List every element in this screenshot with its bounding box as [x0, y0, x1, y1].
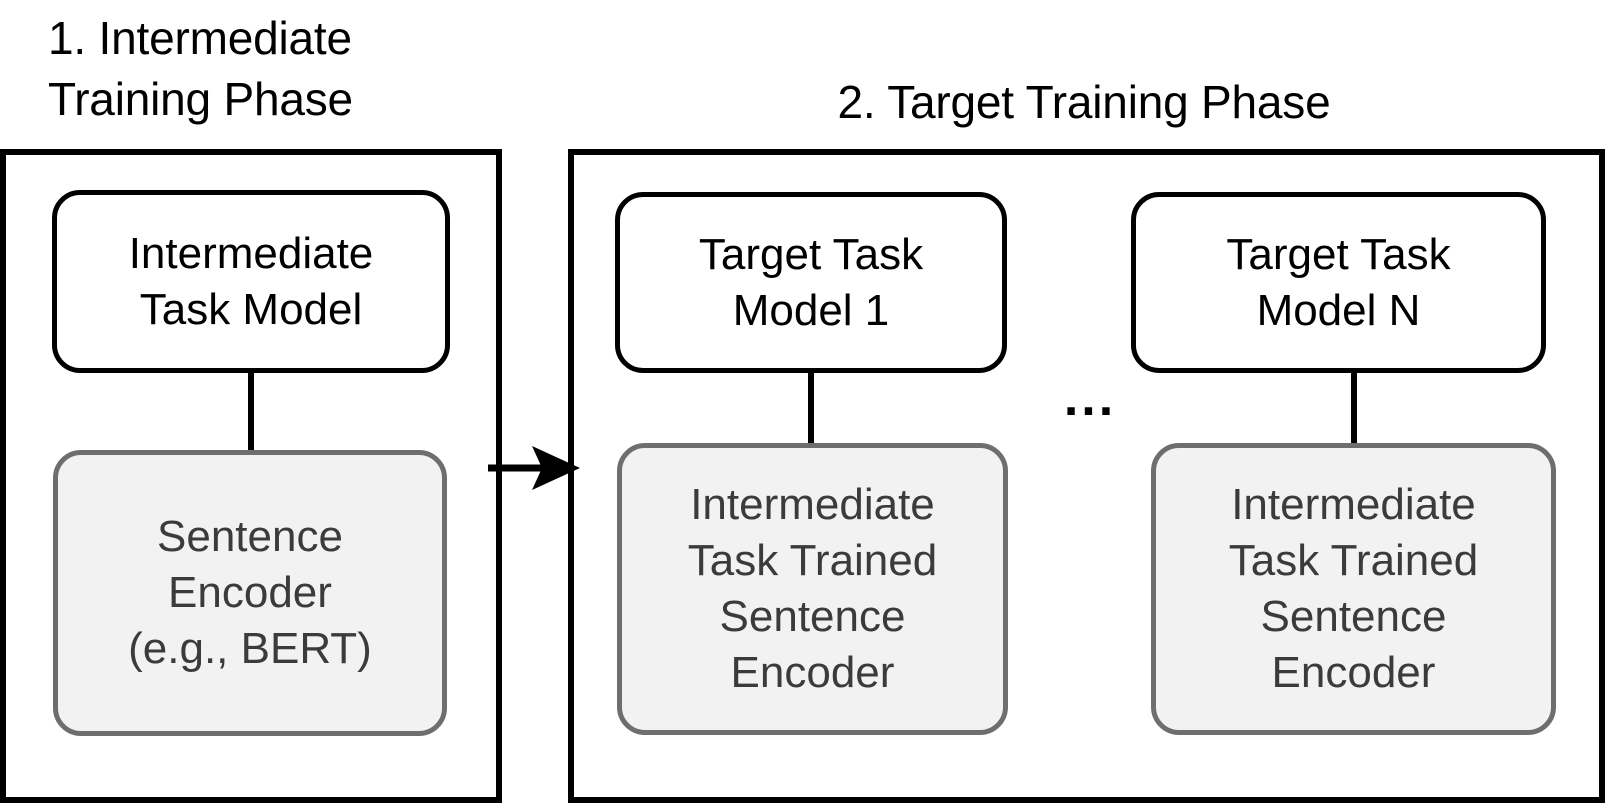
sentence-encoder-box[interactable]: Sentence Encoder (e.g., BERT) — [53, 450, 447, 736]
right-arrow-icon — [488, 446, 580, 490]
phase-2-title: 2. Target Training Phase — [837, 76, 1331, 128]
target-task-model-1-box[interactable]: Target Task Model 1 — [615, 192, 1007, 373]
phase-1-title: 1. Intermediate Training Phase — [48, 12, 353, 125]
connector-intermediate-model-to-encoder — [248, 371, 254, 453]
intermediate-task-model-box[interactable]: Intermediate Task Model — [52, 190, 450, 373]
intermediate-task-trained-sentence-encoder-n-box[interactable]: Intermediate Task Trained Sentence Encod… — [1151, 443, 1556, 735]
intermediate-task-trained-sentence-encoder-1-box[interactable]: Intermediate Task Trained Sentence Encod… — [617, 443, 1008, 735]
ellipsis-label: ... — [1063, 369, 1117, 427]
connector-target-model-n-to-encoder — [1351, 371, 1357, 445]
connector-target-model-1-to-encoder — [808, 371, 814, 445]
target-task-model-n-box[interactable]: Target Task Model N — [1131, 192, 1546, 373]
